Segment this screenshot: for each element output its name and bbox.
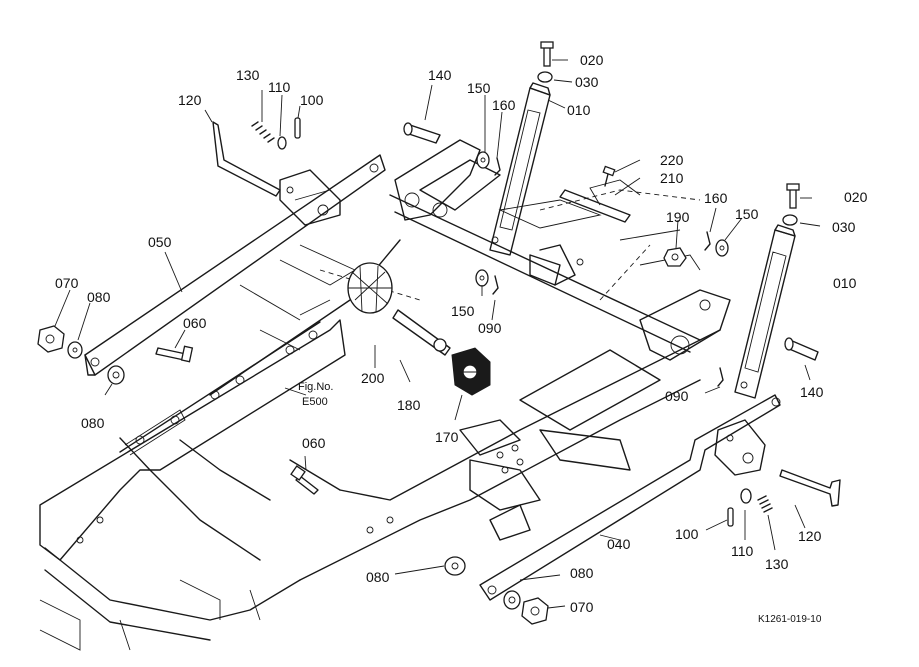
nut-070-right [521,597,549,625]
bolt-020-left [537,41,554,83]
bolt-060-upper [155,345,194,363]
nut-190 [663,247,687,267]
left-spring-130 [251,121,275,143]
right-pin-100 [727,507,734,527]
main-frame [39,239,721,651]
callout-120-left: 120 [178,92,202,108]
leader-lines [54,59,821,609]
washer-080-left-lower [107,365,125,385]
callout-140-lower: 140 [800,384,824,400]
callout-080-center: 080 [366,569,390,585]
callout-040: 040 [607,536,631,552]
callout-200: 200 [361,370,385,386]
callout-060-lower: 060 [302,435,326,451]
callout-080-right: 080 [570,565,594,581]
callout-030-upper: 030 [575,74,599,90]
fig-ref-label: Fig.No. [298,381,333,393]
callout-010-right: 010 [833,275,857,291]
callout-170: 170 [435,429,459,445]
right-hook-bar-120 [779,469,841,507]
center-shaft-assembly [319,139,731,361]
washer-080-center [444,556,466,576]
rod-180 [392,309,451,356]
callout-150-center: 150 [451,303,475,319]
callout-120-right: 120 [798,528,822,544]
lift-lever-right-010 [734,224,796,399]
lift-lever-left-010 [489,82,551,256]
callout-160-right: 160 [704,190,728,206]
left-pin-100 [294,117,301,139]
callout-110-left: 110 [268,79,291,95]
left-washer-110 [277,136,287,150]
callout-130-left: 130 [236,67,260,83]
callout-070-right: 070 [570,599,594,615]
left-lift-rod-050 [84,154,386,376]
callout-130-right: 130 [765,556,789,572]
callout-100-left: 100 [300,92,324,108]
bolt-060-lower [290,465,319,495]
callout-labels: 020 030 010 020 030 010 140 150 160 220 … [55,52,868,625]
right-washer-110 [740,488,752,504]
callout-210: 210 [660,170,684,186]
callout-090-center: 090 [478,320,502,336]
pin-140-lower [784,337,819,361]
bracket-170 [451,347,491,396]
callout-220: 220 [660,152,684,168]
callout-140-upper: 140 [428,67,452,83]
callout-060-upper: 060 [183,315,207,331]
washer-080-right [503,590,521,610]
fig-ref-number: E500 [302,396,328,408]
washer-080-left-upper [67,341,83,359]
callout-150-right: 150 [735,206,759,222]
callout-080-left-upper: 080 [87,289,111,305]
callout-080-left-lower: 080 [81,415,105,431]
callout-190: 190 [666,209,690,225]
callout-010-upper: 010 [567,102,591,118]
callout-030-right: 030 [832,219,856,235]
right-lift-rod-040 [479,394,781,601]
callout-180: 180 [397,397,421,413]
callout-150-upper: 150 [467,80,491,96]
left-hook-bar-120 [212,121,281,197]
callout-090-right: 090 [665,388,689,404]
nut-070-left [37,325,65,353]
pin-140-upper [403,122,441,144]
callout-020-upper: 020 [580,52,604,68]
right-spring-130 [757,495,773,513]
callout-110-right: 110 [731,543,754,559]
drawing-code: K1261-019-10 [758,614,822,625]
knob-200 [347,262,393,314]
callout-160-upper: 160 [492,97,516,113]
washers-and-cotter-pins [475,151,729,387]
bolt-020-right [782,183,800,226]
callout-020-right: 020 [844,189,868,205]
callout-070-left: 070 [55,275,79,291]
bolt-220 [602,165,616,187]
callout-050: 050 [148,234,172,250]
callout-100-right: 100 [675,526,699,542]
